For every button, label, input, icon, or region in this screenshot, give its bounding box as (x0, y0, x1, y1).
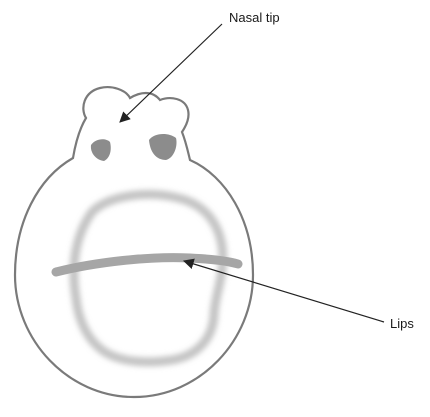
lips-label: Lips (390, 317, 414, 330)
nasal-tip-label: Nasal tip (229, 11, 280, 24)
